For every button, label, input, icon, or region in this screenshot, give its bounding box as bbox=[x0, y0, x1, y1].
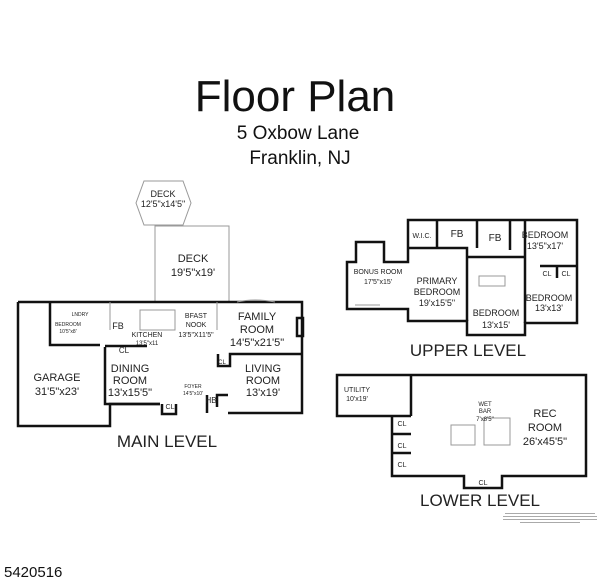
wall-line bbox=[408, 220, 577, 323]
main-cl-2: CL bbox=[166, 404, 175, 411]
bfast-label-1: BFAST bbox=[185, 313, 208, 320]
lower-cl-2: CL bbox=[398, 443, 407, 450]
wetbar-label-2: BAR bbox=[479, 409, 492, 415]
bedroom3-size: 13'x15' bbox=[482, 320, 510, 330]
upper-fb-1: FB bbox=[451, 229, 464, 240]
wic-label: W.I.C. bbox=[412, 233, 431, 240]
family-size: 14'5"x21'5" bbox=[230, 337, 284, 349]
wall-line bbox=[503, 519, 597, 520]
page-title: Floor Plan bbox=[194, 72, 396, 121]
address-line-1: 5 Oxbow Lane bbox=[236, 123, 360, 144]
kitchen-size: 13'5"x11 bbox=[136, 341, 159, 347]
upper-cl-1: CL bbox=[543, 271, 552, 278]
main-cl-3: CL bbox=[218, 360, 226, 366]
main-level-plan bbox=[16, 180, 305, 428]
lower-cl-1: CL bbox=[398, 421, 407, 428]
bonus-size: 17'5"x15' bbox=[364, 279, 392, 286]
wetbar-size: 7'x8'5" bbox=[476, 417, 493, 423]
lower-cl-4: CL bbox=[479, 480, 488, 487]
bfast-size: 13'5"X11'5" bbox=[178, 332, 214, 339]
lower-level-plan bbox=[335, 373, 588, 490]
upper-level-label: UPPER LEVEL bbox=[410, 341, 526, 360]
utility-size: 10'x19' bbox=[346, 396, 368, 403]
deck-size: 19'5"x19' bbox=[171, 267, 215, 279]
foyer-size: 14'5"x10' bbox=[183, 391, 203, 397]
bfast-label-2: NOOK bbox=[186, 322, 207, 329]
wall-line bbox=[109, 299, 276, 331]
wall-line bbox=[345, 218, 579, 337]
bedroom1-size: 13'5"x17' bbox=[527, 241, 563, 251]
garage-size: 31'5"x23' bbox=[35, 386, 79, 398]
primary-size: 19'x15'5" bbox=[419, 298, 455, 308]
living-label-2: ROOM bbox=[246, 375, 280, 387]
upper-level-plan bbox=[345, 218, 579, 337]
living-size: 13'x19' bbox=[246, 387, 280, 399]
wall-line bbox=[335, 373, 588, 490]
hb-label: HB bbox=[205, 396, 216, 405]
bedroom2-label: BEDROOM bbox=[526, 293, 573, 303]
laundry-label: LNDRY bbox=[72, 312, 90, 318]
deck-hexagon bbox=[135, 180, 192, 226]
bedroom1-label: BEDROOM bbox=[522, 230, 569, 240]
dining-size: 13'x15'5" bbox=[108, 387, 152, 399]
rec-size: 26'x45'5" bbox=[523, 436, 567, 448]
dining-label-2: ROOM bbox=[113, 375, 147, 387]
listing-id: 5420516 bbox=[4, 564, 63, 581]
utility-label: UTILITY bbox=[344, 387, 370, 394]
wall-line bbox=[503, 516, 597, 517]
dining-label-1: DINING bbox=[111, 363, 150, 375]
foyer-label: FOYER bbox=[184, 384, 202, 390]
wetbar-label-1: WET bbox=[478, 402, 492, 408]
lower-level-label: LOWER LEVEL bbox=[420, 491, 540, 510]
wall-line bbox=[450, 417, 511, 446]
rec-label-1: REC bbox=[533, 408, 556, 420]
upper-cl-2: CL bbox=[562, 271, 571, 278]
rec-label-2: ROOM bbox=[528, 422, 562, 434]
family-label-2: ROOM bbox=[240, 324, 274, 336]
disclaimer-text-block bbox=[503, 513, 597, 523]
main-level-label: MAIN LEVEL bbox=[117, 432, 217, 451]
wall-line bbox=[355, 275, 506, 306]
main-bedroom-label: BEDROOM bbox=[55, 322, 81, 328]
kitchen-label: KITCHEN bbox=[132, 332, 163, 339]
primary-label-2: BEDROOM bbox=[414, 287, 461, 297]
main-fb-label: FB bbox=[112, 321, 124, 331]
bedroom3-label: BEDROOM bbox=[473, 308, 520, 318]
wall-line bbox=[295, 316, 305, 338]
upper-fb-2: FB bbox=[489, 233, 502, 244]
garage-label: GARAGE bbox=[33, 372, 80, 384]
wall-line bbox=[48, 302, 302, 416]
family-label-1: FAMILY bbox=[238, 311, 277, 323]
wall-line bbox=[520, 522, 580, 523]
main-cl-1: CL bbox=[119, 346, 130, 355]
deck-small-label: DECK bbox=[150, 189, 175, 199]
deck-small-size: 12'5"x14'5" bbox=[141, 199, 185, 209]
living-label-1: LIVING bbox=[245, 363, 281, 375]
address-line-2: Franklin, NJ bbox=[249, 148, 351, 169]
primary-label-1: PRIMARY bbox=[417, 276, 458, 286]
wall-line bbox=[505, 513, 595, 514]
deck-label: DECK bbox=[178, 253, 209, 265]
main-bedroom-size: 10'5"x8' bbox=[59, 329, 76, 335]
lower-cl-3: CL bbox=[398, 462, 407, 469]
bonus-label: BONUS ROOM bbox=[354, 269, 403, 276]
bedroom2-size: 13'x13' bbox=[535, 303, 563, 313]
